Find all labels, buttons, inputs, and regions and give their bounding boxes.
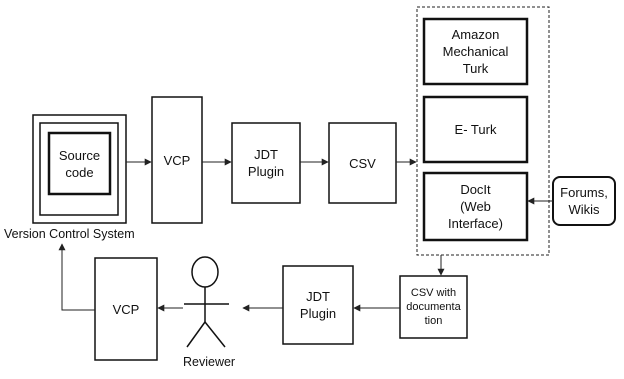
amazon-mechanical-turk-box [422,17,529,86]
amazon-mechanical-turk-label: Amazon Mechanical Turk [442,27,509,76]
e-turk-box [422,95,529,164]
docit-label: DocIt (Web Interface) [448,182,503,231]
docit-box [422,171,529,242]
jdt-plugin-bottom-box [282,265,354,345]
jdt-plugin-top-box [231,122,301,204]
csv-with-documentation-box [399,275,468,339]
vcp-bottom-box [94,257,158,361]
csv-label: CSV [349,155,376,171]
source-code-box [47,131,112,196]
source-code-label: Source code [58,147,101,180]
version-control-system-label: Version Control System [4,227,135,241]
jdt-plugin-bottom-label: JDT Plugin [299,289,337,321]
vcp-top-label: VCP [163,152,191,168]
arrow-vcp-to-vcs [58,243,95,311]
csv-with-documentation-label: CSV with documenta tion [406,287,461,327]
csv-box [328,122,397,204]
source-code-outer-box [39,122,119,216]
forums-wikis-label: Forums, Wikis [560,185,608,217]
vcp-bottom-label: VCP [112,301,140,317]
version-control-system-box [32,114,127,224]
e-turk-label: E- Turk [454,122,497,137]
crowdsourcing-container [416,6,550,256]
vcp-top-box [151,96,203,224]
reviewer-figure [184,256,229,348]
reviewer-label: Reviewer [183,355,236,369]
jdt-plugin-top-label: JDT Plugin [247,147,285,179]
